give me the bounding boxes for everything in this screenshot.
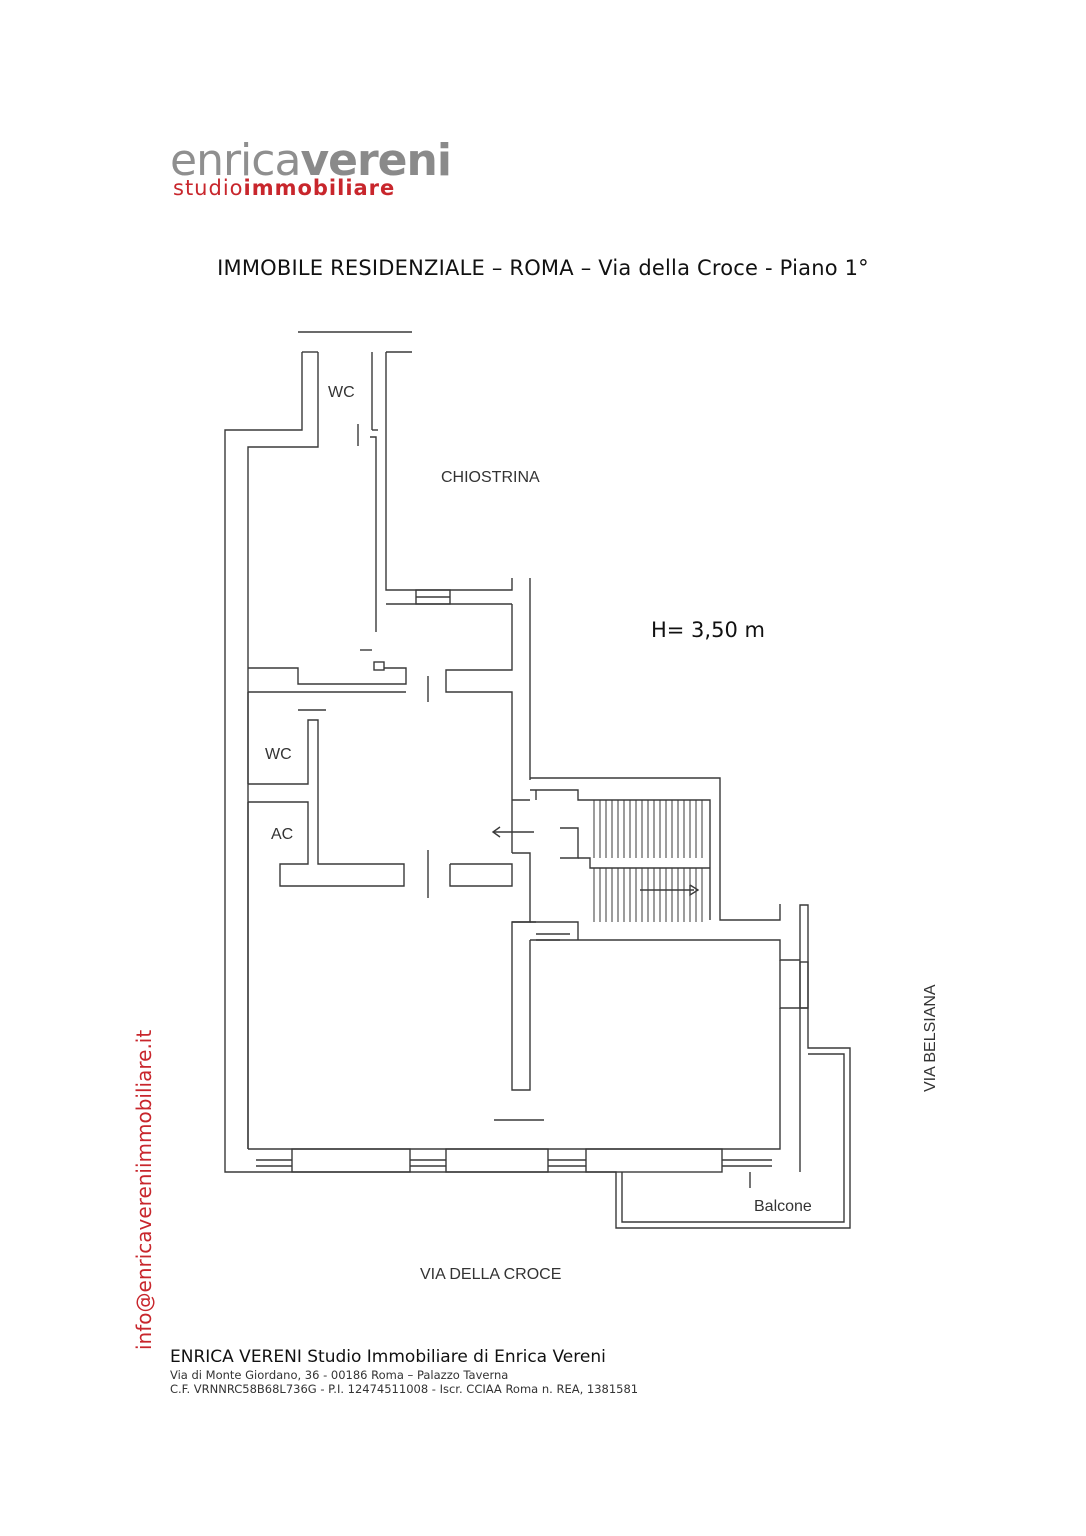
logo-tagline: studioimmobiliare xyxy=(173,176,395,200)
logo-first-name: enrica xyxy=(170,135,301,186)
logo-wordmark: enricavereni xyxy=(170,135,452,186)
footer-tax-info: C.F. VRNNRC58B68L736G - P.I. 12474511008… xyxy=(170,1382,639,1396)
label-balcone: Balcone xyxy=(754,1198,812,1215)
label-ac: AC xyxy=(271,826,293,843)
label-via-della-croce: VIA DELLA CROCE xyxy=(420,1266,561,1283)
label-wc-top: WC xyxy=(328,384,355,401)
logo-last-name: vereni xyxy=(300,135,451,186)
contact-email[interactable]: info@enricavereniimmobiliare.it xyxy=(132,1029,156,1350)
label-ceiling-height: H= 3,50 m xyxy=(651,618,765,642)
company-logo: enricavereni studioimmobiliare xyxy=(170,136,490,206)
label-wc-mid: WC xyxy=(265,746,292,763)
page-title: IMMOBILE RESIDENZIALE – ROMA – Via della… xyxy=(217,256,869,280)
label-via-belsiana: VIA BELSIANA xyxy=(922,984,939,1092)
label-chiostrina: CHIOSTRINA xyxy=(441,469,540,486)
footer: ENRICA VERENI Studio Immobiliare di Enri… xyxy=(170,1346,638,1396)
logo-tagline-bold: immobiliare xyxy=(243,176,396,200)
footer-address: Via di Monte Giordano, 36 - 00186 Roma –… xyxy=(170,1368,509,1382)
logo-tagline-light: studio xyxy=(173,176,244,200)
footer-company-name: ENRICA VERENI Studio Immobiliare di Enri… xyxy=(170,1347,606,1367)
